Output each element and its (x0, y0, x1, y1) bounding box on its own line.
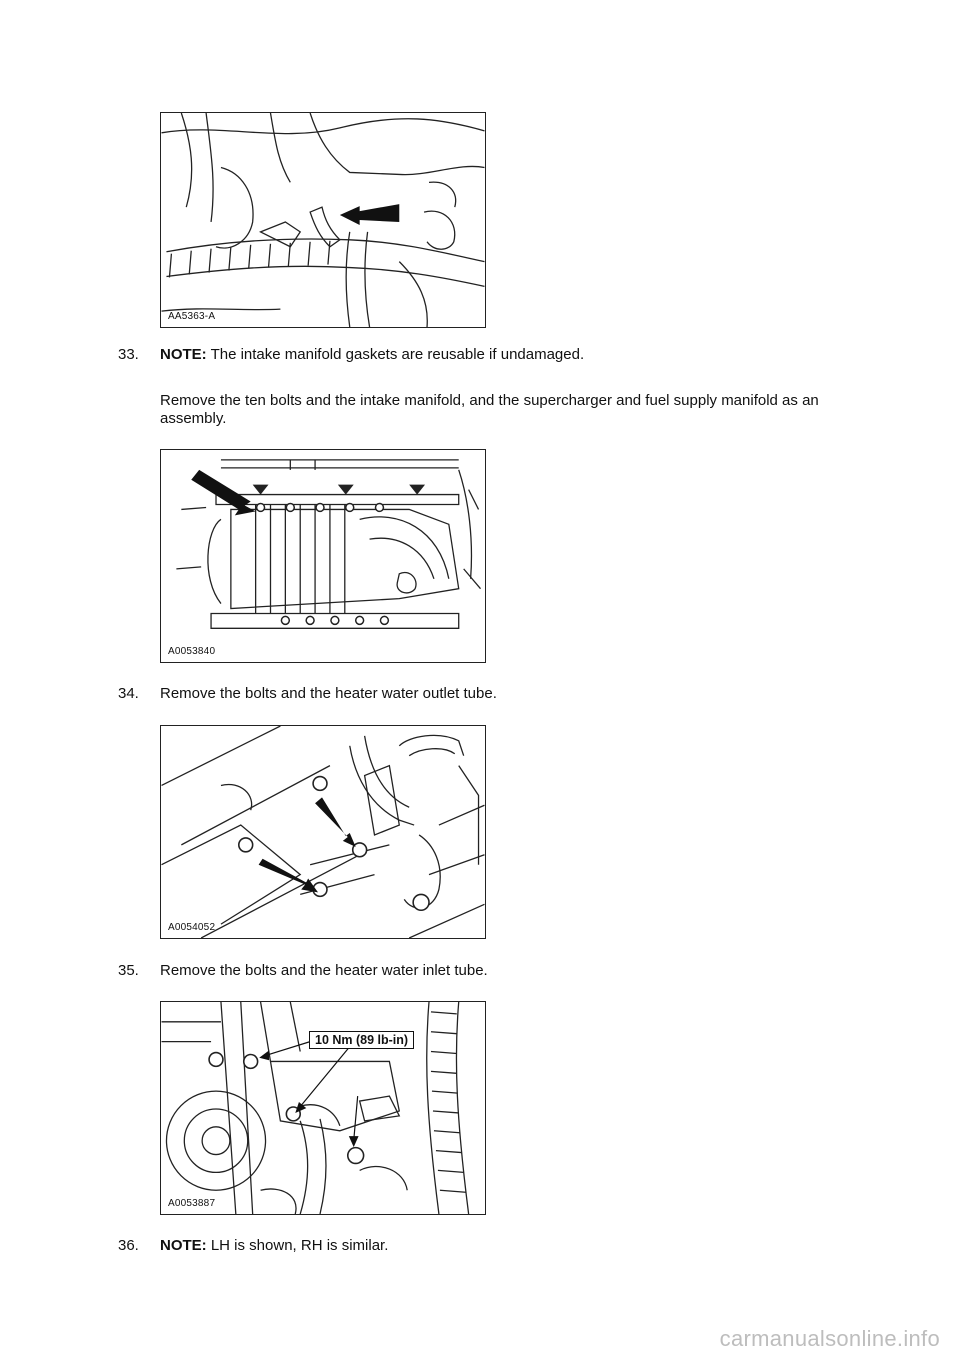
step-number: 34. (118, 685, 139, 702)
step-note: NOTE: The intake manifold gaskets are re… (160, 346, 840, 364)
torque-callout: 10 Nm (89 lb-in) (309, 1031, 415, 1049)
figure-intake-manifold: A0053840 (160, 449, 486, 663)
step-text: Remove the bolts and the heater water ou… (160, 685, 497, 702)
arrow-pointer (191, 469, 256, 516)
step-number: 35. (118, 962, 139, 979)
note-label: NOTE: (160, 346, 207, 363)
heater-inlet-tube-illustration (161, 1002, 470, 1214)
figure-id: A0054052 (168, 922, 216, 933)
arrow-pointer (315, 797, 356, 847)
arrow-pointer (339, 204, 400, 225)
hose-clamp-illustration (161, 113, 485, 327)
figure-id: A0053840 (168, 646, 216, 657)
watermark: carmanualsonline.info (719, 1326, 940, 1351)
figure-hose-clamp: AA5363-A (160, 112, 486, 328)
figure-heater-inlet-tube: 10 Nm (89 lb-in) A0053887 (160, 1001, 486, 1215)
figure-id: AA5363-A (168, 311, 216, 322)
note-label: NOTE: (160, 1237, 207, 1254)
heater-outlet-tube-illustration (161, 726, 485, 938)
step-33-instruction: Remove the ten bolts and the intake mani… (160, 392, 819, 427)
step-text: Remove the bolts and the heater water in… (160, 962, 488, 979)
note-text: The intake manifold gaskets are reusable… (206, 346, 585, 363)
step-number: 33. (118, 346, 139, 363)
figure-heater-outlet-tube: A0054052 (160, 725, 486, 939)
step-note: NOTE: LH is shown, RH is similar. (160, 1237, 840, 1255)
figure-id: A0053887 (168, 1198, 216, 1209)
note-text: LH is shown, RH is similar. (206, 1237, 389, 1254)
arrow-pointer (258, 858, 319, 893)
intake-manifold-illustration (176, 459, 482, 629)
step-number: 36. (118, 1237, 139, 1254)
